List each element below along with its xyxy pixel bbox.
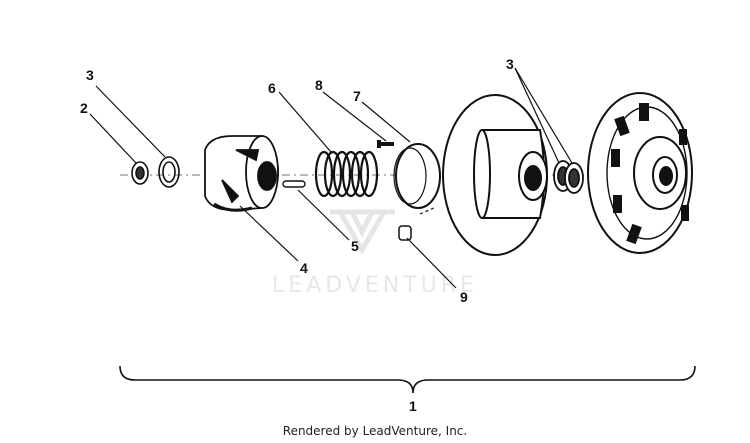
bushing-part xyxy=(398,225,412,241)
callout-1: 1 xyxy=(409,398,417,414)
callout-6: 6 xyxy=(268,80,276,96)
callout-5: 5 xyxy=(351,238,359,254)
watermark-text: LEADVENTURE xyxy=(272,273,478,298)
fixed-sheave-part xyxy=(587,92,693,254)
screw-part xyxy=(377,140,394,148)
washer-part-left xyxy=(158,156,180,188)
bearing-part-right xyxy=(553,160,584,194)
callout-2: 2 xyxy=(80,100,88,116)
pin-part xyxy=(282,180,306,188)
watermark: LEADVENTURE xyxy=(272,209,478,298)
callout-4: 4 xyxy=(300,260,308,276)
callout-3-left: 3 xyxy=(86,67,94,83)
sheave-part xyxy=(442,94,548,256)
callout-3-right: 3 xyxy=(506,56,514,72)
callout-7: 7 xyxy=(353,88,361,104)
leader-lines xyxy=(89,67,573,289)
callout-9: 9 xyxy=(460,289,468,305)
callout-8: 8 xyxy=(315,77,323,93)
render-credit: Rendered by LeadVenture, Inc. xyxy=(282,424,468,438)
assembly-brace xyxy=(119,365,696,394)
cam-part xyxy=(204,135,279,212)
spring-part xyxy=(314,150,379,198)
nut-part xyxy=(131,161,149,185)
cover-ring-part xyxy=(393,143,441,209)
watermark-logo xyxy=(330,209,395,255)
